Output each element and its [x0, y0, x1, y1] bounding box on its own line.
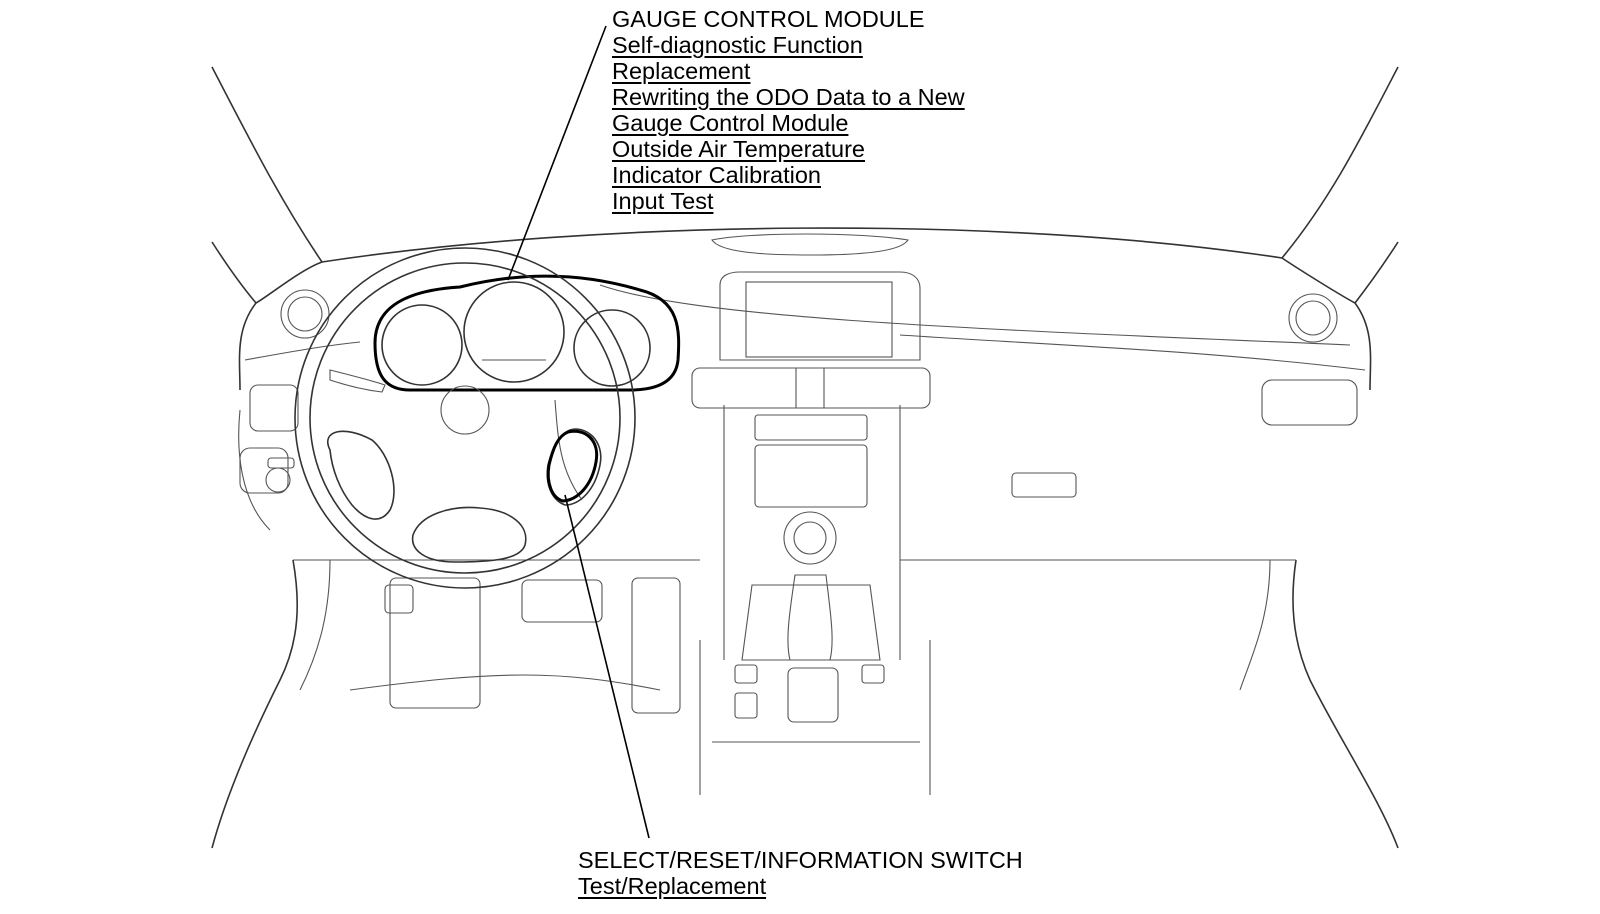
test-replacement-link[interactable]: Test/Replacement [578, 873, 767, 899]
switch-leader-line [564, 494, 650, 839]
left-a-pillar [211, 66, 323, 304]
rewriting-odo-data-link-line2[interactable]: Gauge Control Module [612, 110, 849, 136]
select-reset-information-switch-title: SELECT/RESET/INFORMATION SWITCH [578, 847, 1023, 873]
left-switch-panel [238, 409, 295, 531]
gauge-control-module-title: GAUGE CONTROL MODULE [612, 6, 925, 32]
rewriting-odo-data-link-line1[interactable]: Rewriting the ODO Data to a New [612, 84, 965, 110]
gauge-cluster [373, 274, 681, 392]
gauge-control-module-callout: GAUGE CONTROL MODULE Self-diagnostic Fun… [612, 6, 965, 214]
steering-wheel [294, 247, 636, 589]
floor [211, 559, 1399, 849]
outside-air-temperature-calibration-link-line2[interactable]: Indicator Calibration [612, 162, 821, 188]
outside-air-temperature-calibration-link-line1[interactable]: Outside Air Temperature [612, 136, 865, 162]
self-diagnostic-function-link[interactable]: Self-diagnostic Function [612, 32, 863, 58]
right-a-pillar [1281, 66, 1399, 304]
select-reset-switch-outline [546, 429, 599, 503]
gauge-module-leader-line [507, 25, 607, 281]
dashboard-top [238, 227, 1372, 391]
replacement-link[interactable]: Replacement [612, 58, 751, 84]
vents [249, 289, 1358, 498]
input-test-link[interactable]: Input Test [612, 188, 714, 214]
select-reset-information-switch-callout: SELECT/RESET/INFORMATION SWITCH Test/Rep… [578, 847, 1023, 899]
center-stack [691, 271, 931, 795]
